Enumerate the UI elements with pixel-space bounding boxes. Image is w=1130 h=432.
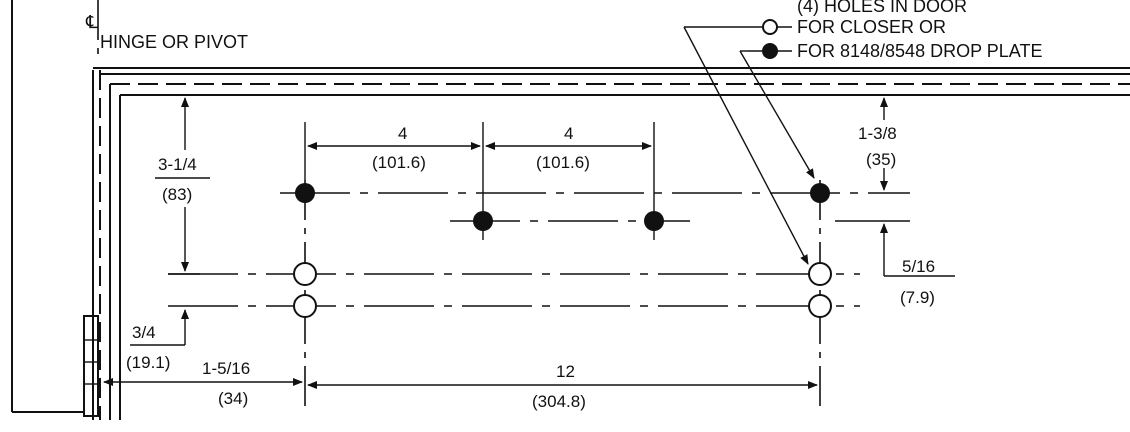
- dimension-3-4: 3/4 (19.1): [126, 309, 189, 372]
- open-hole-legend-icon: [762, 19, 778, 35]
- svg-text:(35): (35): [866, 150, 896, 169]
- filled-hole-legend-icon: [762, 43, 778, 59]
- open-hole: [808, 262, 832, 286]
- filled-hole: [810, 183, 830, 203]
- svg-text:4: 4: [564, 124, 573, 143]
- legend-filled-label: FOR 8148/8548 DROP PLATE: [797, 41, 1042, 61]
- svg-text:1-5/16: 1-5/16: [202, 359, 250, 378]
- dimension-5-16: 5/16 (7.9): [880, 223, 955, 307]
- open-hole: [293, 262, 317, 286]
- dimension-1-5-16: 1-5/16 (34): [103, 359, 303, 408]
- holes-header: (4) HOLES IN DOOR: [797, 0, 967, 16]
- filled-hole: [644, 211, 664, 231]
- svg-text:1-3/8: 1-3/8: [858, 124, 897, 143]
- dimension-4-right: 4 (101.6): [485, 122, 655, 208]
- svg-text:(101.6): (101.6): [372, 153, 426, 172]
- dimension-3-1-4: 3-1/4 (83): [155, 97, 210, 275]
- svg-text:(34): (34): [218, 389, 248, 408]
- svg-text:(19.1): (19.1): [126, 353, 170, 372]
- hole-legend: (4) HOLES IN DOOR FOR CLOSER OR FOR 8148…: [748, 0, 1042, 61]
- svg-text:12: 12: [556, 362, 575, 381]
- filled-hole: [473, 211, 493, 231]
- dimension-4-left: 4 (101.6): [304, 122, 484, 208]
- hinge-centerline: ℄ HINGE OR PIVOT: [85, 0, 248, 60]
- holes: [293, 183, 832, 318]
- svg-text:(304.8): (304.8): [532, 392, 586, 411]
- dimension-1-3-8: 1-3/8 (35): [858, 97, 897, 191]
- open-hole: [808, 294, 832, 318]
- svg-text:(101.6): (101.6): [536, 153, 590, 172]
- svg-text:(7.9): (7.9): [900, 288, 935, 307]
- hole-centerlines: [168, 180, 910, 410]
- svg-text:(83): (83): [162, 185, 192, 204]
- svg-text:5/16: 5/16: [902, 257, 935, 276]
- dimension-12: 12 (304.8): [307, 362, 818, 411]
- svg-text:3/4: 3/4: [132, 323, 156, 342]
- centerline-symbol: ℄: [85, 12, 98, 32]
- filled-hole: [295, 183, 315, 203]
- leader-lines: [683, 26, 815, 265]
- svg-text:3-1/4: 3-1/4: [158, 155, 197, 174]
- door-frame-outline: [11, 0, 1130, 420]
- legend-open-label: FOR CLOSER OR: [797, 17, 946, 37]
- svg-text:4: 4: [398, 124, 407, 143]
- hinge-label: HINGE OR PIVOT: [100, 32, 248, 52]
- open-hole: [293, 294, 317, 318]
